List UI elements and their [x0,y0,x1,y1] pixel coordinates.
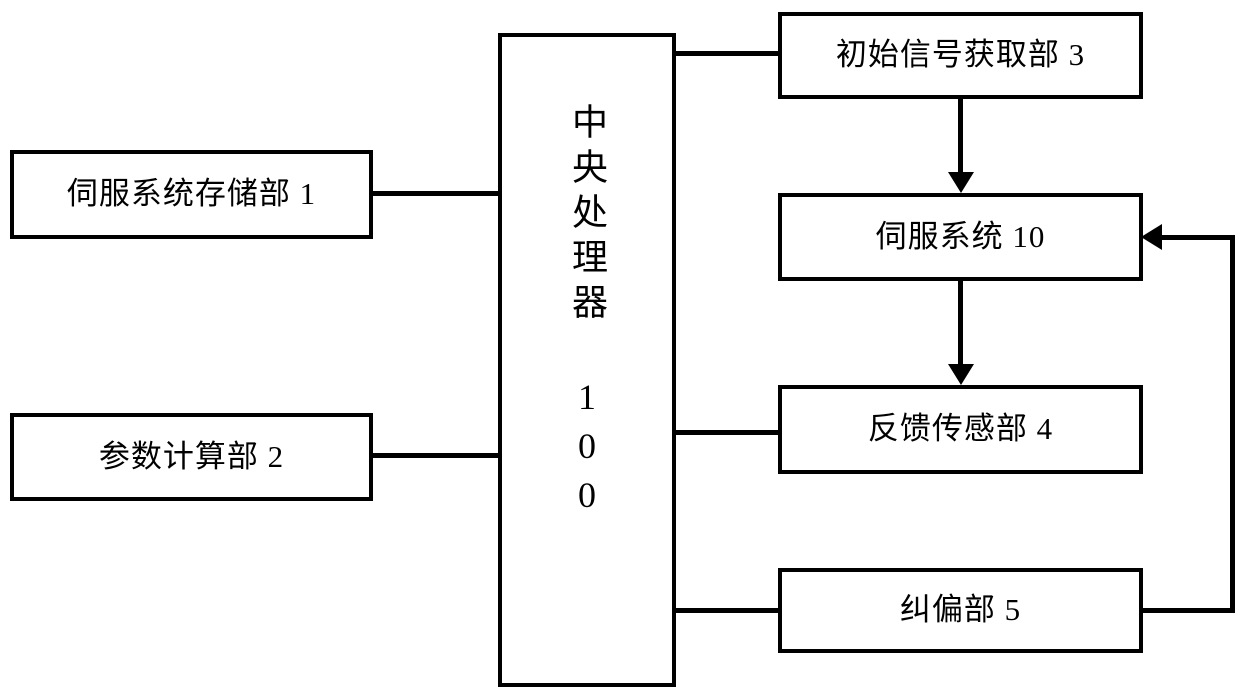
edge-param-to-cpu [371,453,501,458]
node-parameter-calculation[interactable]: 参数计算部 2 [10,413,373,501]
edge-cpu-to-correction [673,608,781,613]
node-label: 中央处理器 100 [567,103,607,524]
node-feedback-sensing[interactable]: 反馈传感部 4 [778,385,1143,474]
node-initial-signal-acquisition[interactable]: 初始信号获取部 3 [778,12,1143,99]
edge-servo-to-feedback-sensor [958,279,963,367]
edge-initial-signal-to-servo [958,97,963,175]
arrowhead-left-icon [1141,224,1162,250]
node-label: 伺服系统存储部 1 [66,176,317,212]
edge-cpu-to-feedback-sensor [673,430,781,435]
edge-store-to-cpu [371,191,501,196]
edge-return-rail-vertical [1230,235,1235,613]
node-label: 纠偏部 5 [899,592,1022,628]
arrowhead-down-icon [948,364,974,385]
node-label: 参数计算部 2 [98,438,285,474]
node-label: 初始信号获取部 3 [835,37,1086,73]
node-deviation-correction[interactable]: 纠偏部 5 [778,568,1143,653]
node-label: 反馈传感部 4 [867,411,1054,447]
edge-cpu-to-initial-signal [673,51,781,56]
node-label: 伺服系统 10 [875,218,1046,254]
node-servo-system-storage[interactable]: 伺服系统存储部 1 [10,150,373,239]
node-servo-system[interactable]: 伺服系统 10 [778,193,1143,281]
arrowhead-down-icon [948,172,974,193]
edge-correction-to-return-rail [1141,608,1235,613]
node-central-processor[interactable]: 中央处理器 100 [498,33,676,687]
edge-return-rail-to-servo [1160,235,1233,240]
